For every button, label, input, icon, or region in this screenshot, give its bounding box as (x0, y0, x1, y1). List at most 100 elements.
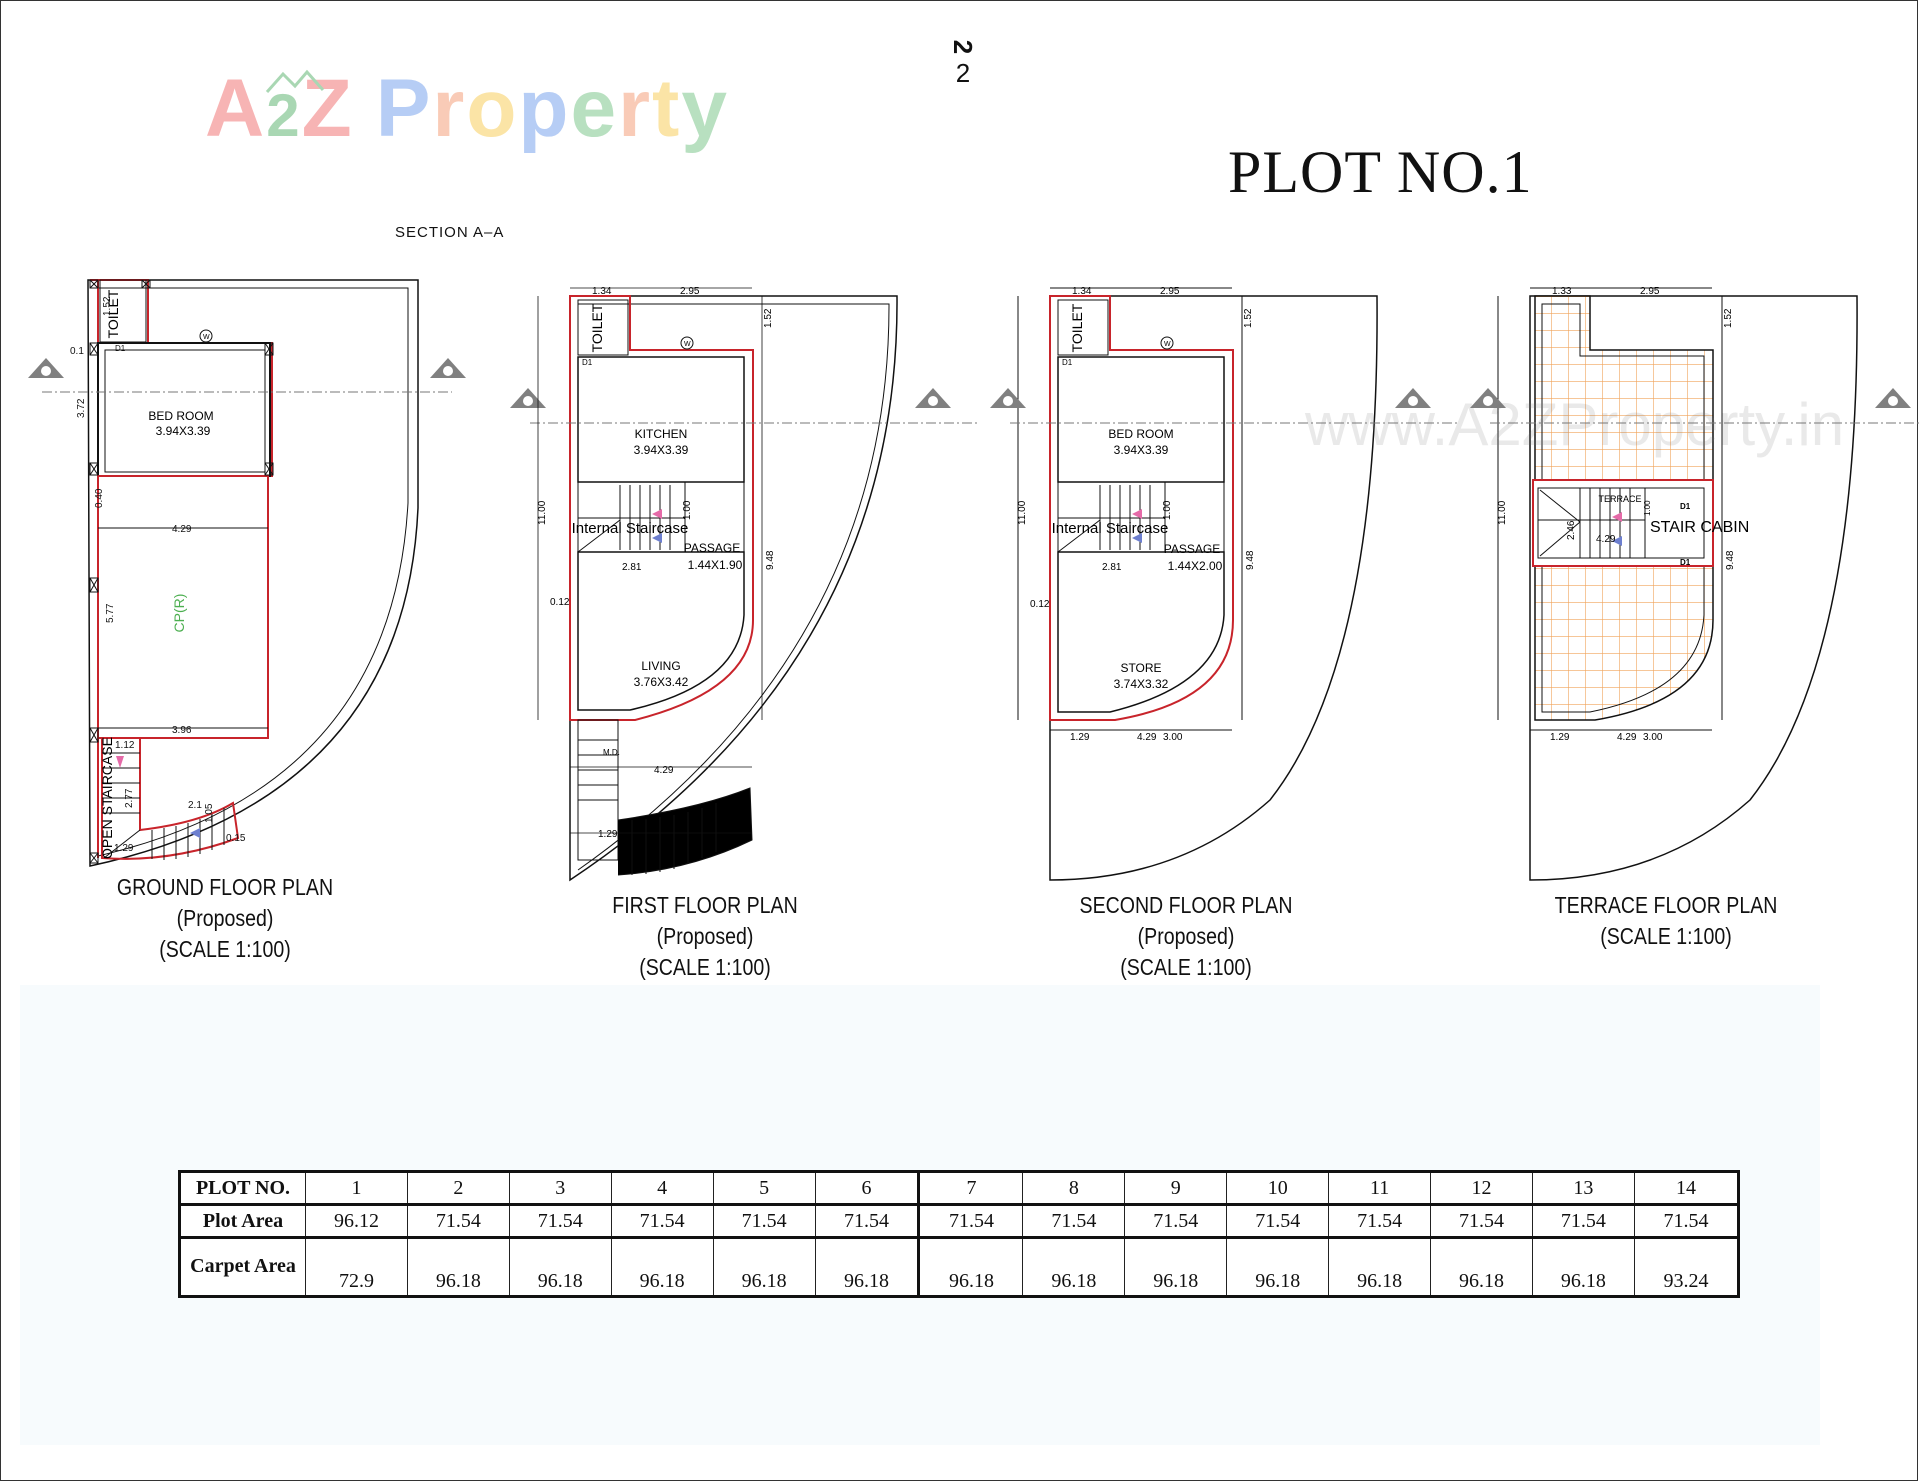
plot-no-cell: 13 (1531, 1171, 1635, 1206)
first-floor-plan-drawing: TOILET KITCHEN 3.94X3.39 Internal Stairc… (510, 286, 980, 882)
svg-text:0.12: 0.12 (1030, 599, 1050, 610)
svg-text:2.95: 2.95 (1160, 286, 1180, 297)
carpet-area-cell: 93.24 (1633, 1237, 1740, 1297)
svg-text:3.76X3.42: 3.76X3.42 (634, 675, 689, 689)
svg-text:W: W (1164, 341, 1171, 348)
svg-text:9.48: 9.48 (765, 550, 776, 570)
carpet-area-cell: 96.18 (610, 1237, 714, 1297)
svg-text:D1: D1 (1680, 502, 1691, 511)
svg-text:1.34: 1.34 (592, 286, 612, 297)
second-floor-caption: SECOND FLOOR PLAN(Proposed)(SCALE 1:100) (1079, 892, 1293, 980)
svg-text:1.44X1.90: 1.44X1.90 (688, 558, 743, 572)
plot-area-cell: 71.54 (1226, 1204, 1330, 1239)
svg-text:TOILET: TOILET (105, 289, 121, 338)
carpet-area-cell: 96.18 (1531, 1237, 1635, 1297)
svg-text:2.95: 2.95 (680, 286, 700, 297)
svg-text:0.15: 0.15 (226, 833, 246, 844)
svg-text:1.00: 1.00 (682, 500, 693, 520)
svg-text:4.29: 4.29 (172, 524, 192, 535)
svg-text:1.52: 1.52 (763, 308, 774, 328)
terrace-floor-plan-drawing: TERRACE STAIR CABIN 11.00 1.33 2.95 1.52… (1470, 286, 1920, 881)
svg-text:1.12: 1.12 (115, 740, 135, 751)
ground-floor-caption: GROUND FLOOR PLAN(Proposed)(SCALE 1:100) (116, 874, 334, 962)
plot-no-cell: 10 (1226, 1171, 1330, 1206)
svg-text:2.95: 2.95 (1640, 286, 1660, 297)
svg-text:D1: D1 (1680, 558, 1691, 567)
plot-area-cell: 71.54 (610, 1204, 714, 1239)
plot-area-cell: 71.54 (917, 1204, 1024, 1239)
svg-text:0.40: 0.40 (94, 488, 105, 508)
row-header-carpet-area: Carpet Area (179, 1237, 306, 1297)
svg-text:TERRACE: TERRACE (1598, 494, 1641, 504)
svg-text:2.46: 2.46 (1566, 520, 1577, 540)
plot-no-cell: 4 (610, 1171, 714, 1206)
svg-text:W: W (203, 334, 210, 341)
row-header-plot-no: PLOT NO. (179, 1171, 306, 1206)
svg-text:1.29: 1.29 (1070, 732, 1090, 743)
svg-text:3.00: 3.00 (682, 829, 702, 840)
svg-text:M.D.: M.D. (603, 748, 620, 757)
svg-text:TOILET: TOILET (1069, 303, 1085, 352)
svg-text:1.52: 1.52 (102, 296, 113, 316)
svg-text:PASSAGE: PASSAGE (684, 541, 740, 555)
svg-text:3.72: 3.72 (76, 398, 87, 418)
svg-text:STAIR CABIN: STAIR CABIN (1650, 519, 1749, 536)
svg-text:BED ROOM: BED ROOM (148, 409, 213, 423)
svg-text:11.00: 11.00 (537, 500, 548, 525)
plot-area-cell: 71.54 (712, 1204, 816, 1239)
svg-text:11.00: 11.00 (1017, 500, 1028, 525)
carpet-area-cell: 96.18 (508, 1237, 612, 1297)
svg-text:BED ROOM: BED ROOM (1108, 427, 1173, 441)
plot-no-cell: 5 (712, 1171, 816, 1206)
plot-area-cell: 71.54 (508, 1204, 612, 1239)
svg-text:CP(R): CP(R) (171, 594, 187, 633)
svg-text:2.77: 2.77 (124, 788, 135, 808)
plot-area-cell: 71.54 (1430, 1204, 1533, 1239)
plot-no-cell: 12 (1430, 1171, 1533, 1206)
svg-text:4.29: 4.29 (1596, 534, 1616, 545)
svg-text:2.81: 2.81 (1102, 562, 1122, 573)
svg-text:1.29: 1.29 (598, 829, 618, 840)
carpet-area-cell: 96.18 (406, 1237, 510, 1297)
second-floor-plan-drawing: TOILET BED ROOM 3.94X3.39 Internal Stair… (990, 286, 1460, 881)
svg-text:Internal Staircase: Internal Staircase (572, 520, 689, 537)
carpet-area-cell: 96.18 (1022, 1237, 1126, 1297)
house-roof-icon (265, 69, 325, 93)
svg-text:3.96: 3.96 (172, 725, 192, 736)
carpet-area-cell: 96.18 (814, 1237, 920, 1297)
svg-text:2.81: 2.81 (622, 562, 642, 573)
carpet-area-cell: 96.18 (1430, 1237, 1533, 1297)
svg-text:3.94X3.39: 3.94X3.39 (1114, 443, 1169, 457)
svg-text:9.48: 9.48 (1245, 550, 1256, 570)
svg-text:1.33: 1.33 (1552, 286, 1572, 297)
plot-no-cell: 11 (1328, 1171, 1432, 1206)
svg-text:TOILET: TOILET (589, 303, 605, 352)
carpet-area-cell: 96.18 (1124, 1237, 1228, 1297)
svg-text:1.00: 1.00 (1643, 500, 1652, 516)
svg-text:1.00: 1.00 (1162, 500, 1173, 520)
page-number: 2 2 (948, 39, 978, 88)
svg-text:0.1: 0.1 (70, 346, 84, 357)
svg-text:4.29: 4.29 (1617, 732, 1637, 743)
svg-text:2.1: 2.1 (188, 800, 202, 811)
plot-area-cell: 71.54 (1633, 1204, 1740, 1239)
svg-text:D1: D1 (115, 344, 126, 353)
svg-text:1.29: 1.29 (1550, 732, 1570, 743)
svg-text:D1: D1 (582, 358, 593, 367)
plot-no-cell: 14 (1633, 1171, 1740, 1206)
plot-area-cell: 71.54 (1124, 1204, 1228, 1239)
plot-area-table: PLOT NO. 1 2 3 4 5 6 7 8 9 10 11 12 13 1… (178, 1170, 1740, 1298)
svg-text:1.44X2.00: 1.44X2.00 (1168, 559, 1223, 573)
svg-text:1.05: 1.05 (204, 803, 215, 823)
carpet-area-cell: 72.9 (305, 1237, 408, 1297)
svg-text:0.12: 0.12 (550, 597, 570, 608)
carpet-area-cell: 96.18 (1226, 1237, 1330, 1297)
svg-text:4.29: 4.29 (1137, 732, 1157, 743)
plot-no-cell: 1 (305, 1171, 408, 1206)
carpet-area-cell: 96.18 (917, 1237, 1024, 1297)
svg-text:LIVING: LIVING (641, 659, 680, 673)
first-floor-caption: FIRST FLOOR PLAN(Proposed)(SCALE 1:100) (612, 892, 798, 980)
svg-text:1.52: 1.52 (1243, 308, 1254, 328)
